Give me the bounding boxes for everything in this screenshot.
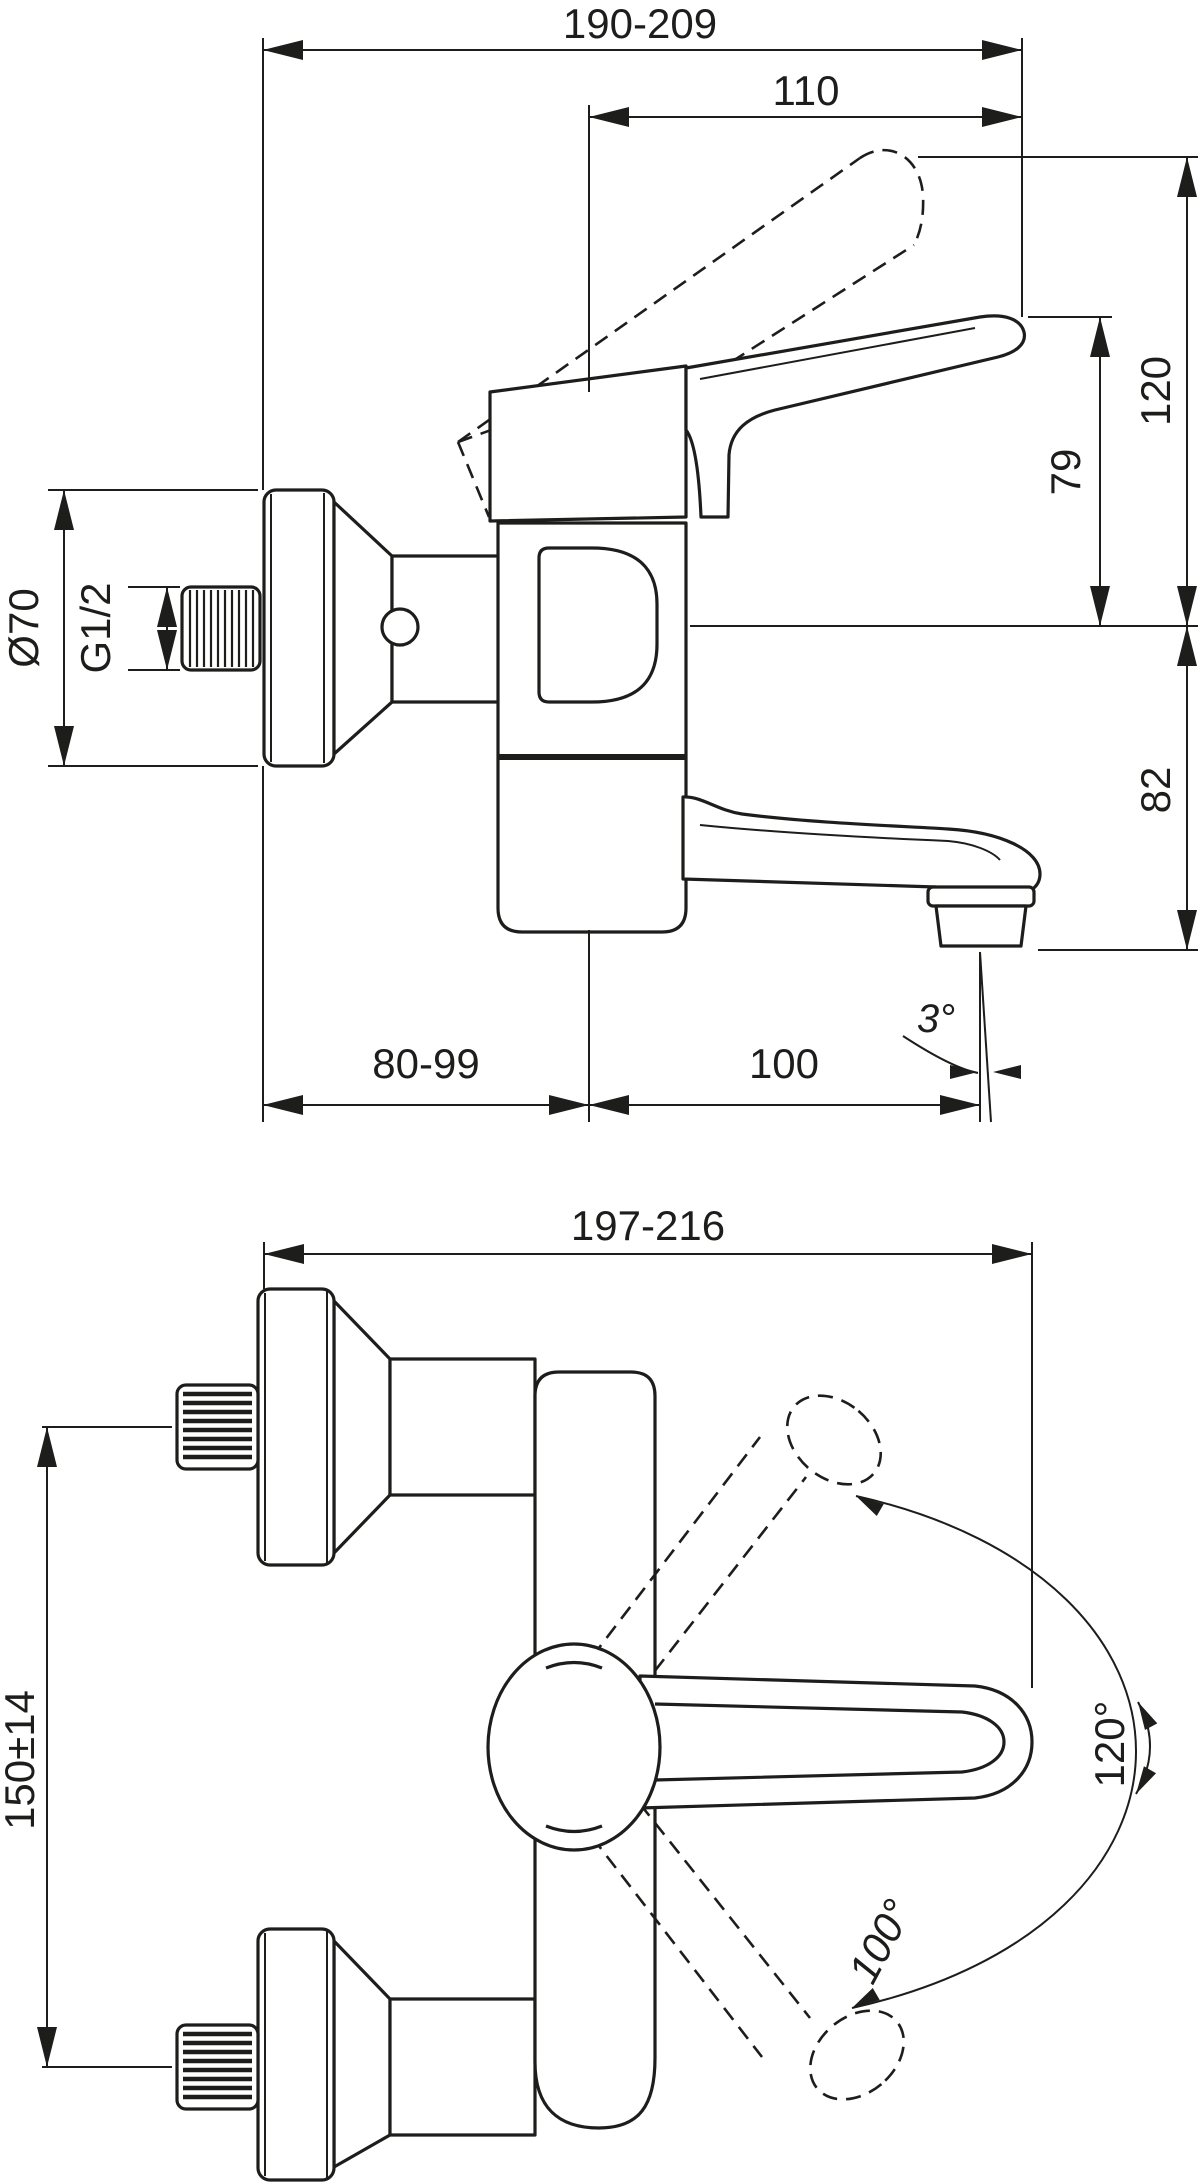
- faucet-body-side: [496, 516, 688, 934]
- dim-label-handle-length: 110: [773, 67, 840, 114]
- dimensions-side-view: 190-209 110 120: [0, 0, 1198, 1123]
- side-view-drawing: 190-209 110 120: [0, 0, 1198, 1123]
- dim-label-total-reach-side: 190-209: [563, 0, 717, 47]
- lever-handle-side: [488, 314, 1026, 523]
- dim-label-handle-raised-height: 120: [1132, 356, 1179, 426]
- knurl-lines: [188, 590, 255, 667]
- spout-nut: [926, 885, 1036, 908]
- dim-total-reach-side: 190-209: [262, 0, 1023, 1122]
- dim-thread-size: G1/2: [72, 582, 180, 674]
- plan-view-drawing: 100° 197-216: [0, 1202, 1158, 2182]
- dim-spout-reach: 100: [589, 1040, 980, 1115]
- faucet-side-view: [180, 148, 1042, 948]
- dim-label-handle-height: 79: [1042, 449, 1089, 496]
- dim-label-spout-angle: 3°: [917, 997, 955, 1041]
- dim-inlet-spacing: 150±14: [0, 1426, 172, 2068]
- cartridge-cover: [537, 546, 659, 704]
- dim-label-total-reach-plan: 197-216: [571, 1202, 725, 1249]
- faucet-plan-view: 100°: [175, 1287, 1137, 2182]
- dim-wall-offset: 80-99: [263, 1040, 980, 1115]
- neck-cylinder-side: [380, 554, 504, 704]
- dim-flange-diameter: Ø70: [0, 489, 258, 767]
- dim-label-inlet-spacing: 150±14: [0, 1690, 43, 1830]
- dim-label-flange-diameter: Ø70: [0, 588, 47, 667]
- dim-label-handle-lift: 120°: [1086, 1701, 1133, 1788]
- aerator: [934, 904, 1028, 948]
- dimensions-plan-view: 197-216 150±14 120°: [0, 1202, 1158, 2068]
- dim-label-handle-swing: 100°: [839, 1892, 921, 1991]
- threaded-inlet-side: [180, 585, 262, 672]
- dim-label-spout-drop: 82: [1132, 767, 1179, 814]
- knurl-lines: [183, 1391, 252, 1460]
- handle-pivot-cap: [486, 1642, 662, 1852]
- dim-spout-drop: 82: [1038, 626, 1198, 951]
- lever-handle-plan: [486, 1642, 1034, 1852]
- dim-handle-length: 110: [588, 67, 1022, 1122]
- knurl-lines: [183, 2031, 252, 2100]
- lower-inlet-plan: [175, 1927, 537, 2182]
- dim-spout-angle: 3°: [902, 951, 1021, 1123]
- dim-label-wall-offset: 80-99: [372, 1040, 479, 1087]
- handle-swing-dashed-outline: [590, 1394, 906, 2101]
- upper-inlet-plan: [175, 1287, 537, 1567]
- dim-handle-height: 79: [1028, 316, 1112, 626]
- dim-total-reach-plan: 197-216: [263, 1202, 1033, 1688]
- wall-flange-side: [262, 488, 394, 768]
- spout-side: [681, 795, 1042, 948]
- handle-base: [488, 364, 688, 523]
- dim-label-spout-reach: 100: [749, 1040, 819, 1087]
- dim-handle-lift: 120°: [1086, 1698, 1158, 1798]
- dim-label-thread-size: G1/2: [72, 582, 119, 673]
- dim-handle-raised-height: 120: [918, 156, 1198, 950]
- set-screw: [380, 607, 420, 647]
